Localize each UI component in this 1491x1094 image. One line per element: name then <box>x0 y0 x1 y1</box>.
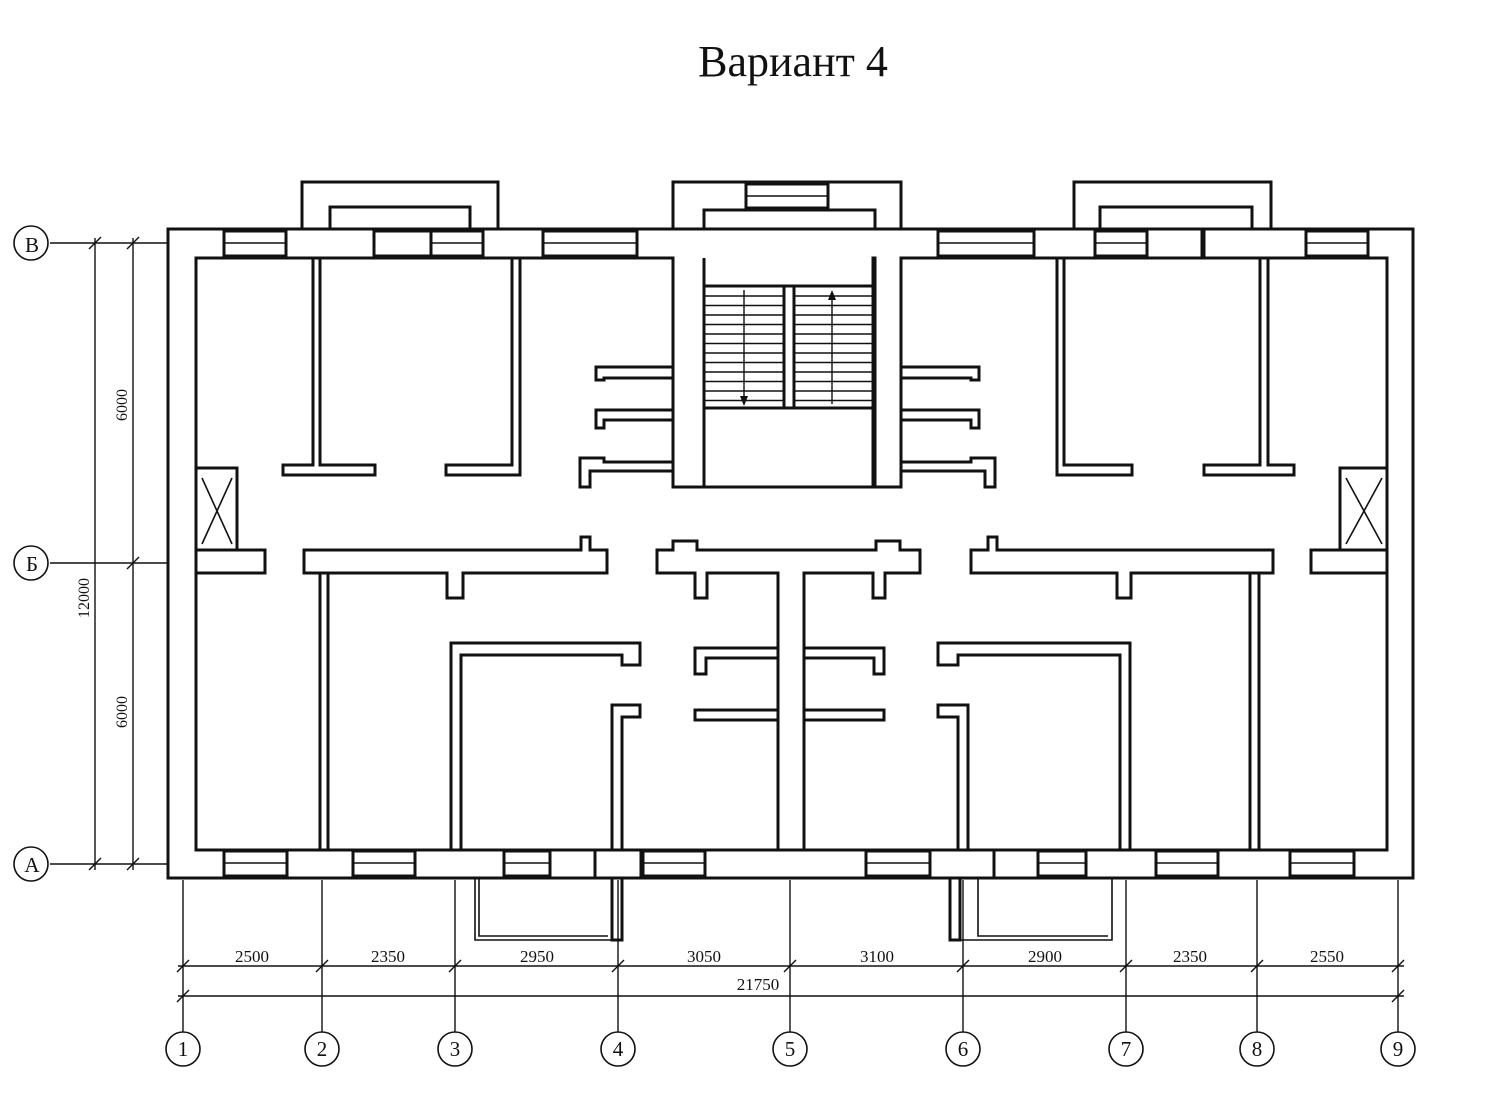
axis-label: 1 <box>178 1037 189 1061</box>
axis-label: 2 <box>317 1037 328 1061</box>
arrow-head-icon <box>828 290 836 300</box>
axis-bubble <box>1239 1031 1275 1067</box>
dimension-tick <box>88 236 102 250</box>
ventilation-shafts <box>194 466 1389 552</box>
stair-well <box>782 284 796 410</box>
windows-bottom-wall <box>222 849 1356 878</box>
axis-label: В <box>25 233 39 257</box>
dimension-tick <box>88 857 102 871</box>
dimension-label: 2500 <box>235 947 269 966</box>
dimension-tick <box>126 556 140 570</box>
dimension-label: 2950 <box>520 947 554 966</box>
arrow-head-icon <box>740 396 748 406</box>
interior-walls <box>194 256 1389 942</box>
drawing-title: Вариант 4 <box>698 37 888 86</box>
dimension-label: 2550 <box>1310 947 1344 966</box>
axis-markers <box>13 225 1416 1067</box>
dimension-lines <box>50 236 1405 1032</box>
axis-bubble <box>304 1031 340 1067</box>
axis-label: А <box>24 853 40 877</box>
axis-label: 4 <box>613 1037 624 1061</box>
dimension-label: 2350 <box>371 947 405 966</box>
dimension-tick <box>1391 989 1405 1003</box>
axis-label: 8 <box>1252 1037 1263 1061</box>
dimension-label: 6000 <box>114 389 131 421</box>
axis-bubble <box>437 1031 473 1067</box>
axis-bubble <box>1108 1031 1144 1067</box>
windows-top-wall <box>222 182 1370 258</box>
dimension-tick <box>176 989 190 1003</box>
axis-bubble <box>13 545 49 581</box>
axis-label: 6 <box>958 1037 969 1061</box>
axis-bubble <box>600 1031 636 1067</box>
bottom-projections <box>474 878 1113 941</box>
axis-bubble <box>1380 1031 1416 1067</box>
dimension-label: 3100 <box>860 947 894 966</box>
axis-label: Б <box>26 552 38 576</box>
axis-label: 5 <box>785 1037 796 1061</box>
axis-labels-horizontal: В Б А <box>24 233 40 877</box>
dimension-tick <box>126 857 140 871</box>
staircase <box>702 284 875 410</box>
dimension-label: 6000 <box>114 696 131 728</box>
axis-bubble <box>13 225 49 261</box>
dimension-total-horizontal: 21750 <box>737 975 780 994</box>
axis-label: 9 <box>1393 1037 1404 1061</box>
axis-bubble <box>945 1031 981 1067</box>
axis-bubble <box>772 1031 808 1067</box>
dimension-total-vertical: 12000 <box>76 578 93 618</box>
dimension-label: 2350 <box>1173 947 1207 966</box>
axis-label: 7 <box>1121 1037 1132 1061</box>
dimension-tick <box>126 236 140 250</box>
axis-labels-vertical: 1 2 3 4 5 6 7 8 9 <box>178 1037 1404 1061</box>
axis-bubble <box>165 1031 201 1067</box>
dimension-label: 3050 <box>687 947 721 966</box>
axis-bubble <box>13 846 49 882</box>
axis-label: 3 <box>450 1037 461 1061</box>
dimension-label: 2900 <box>1028 947 1062 966</box>
